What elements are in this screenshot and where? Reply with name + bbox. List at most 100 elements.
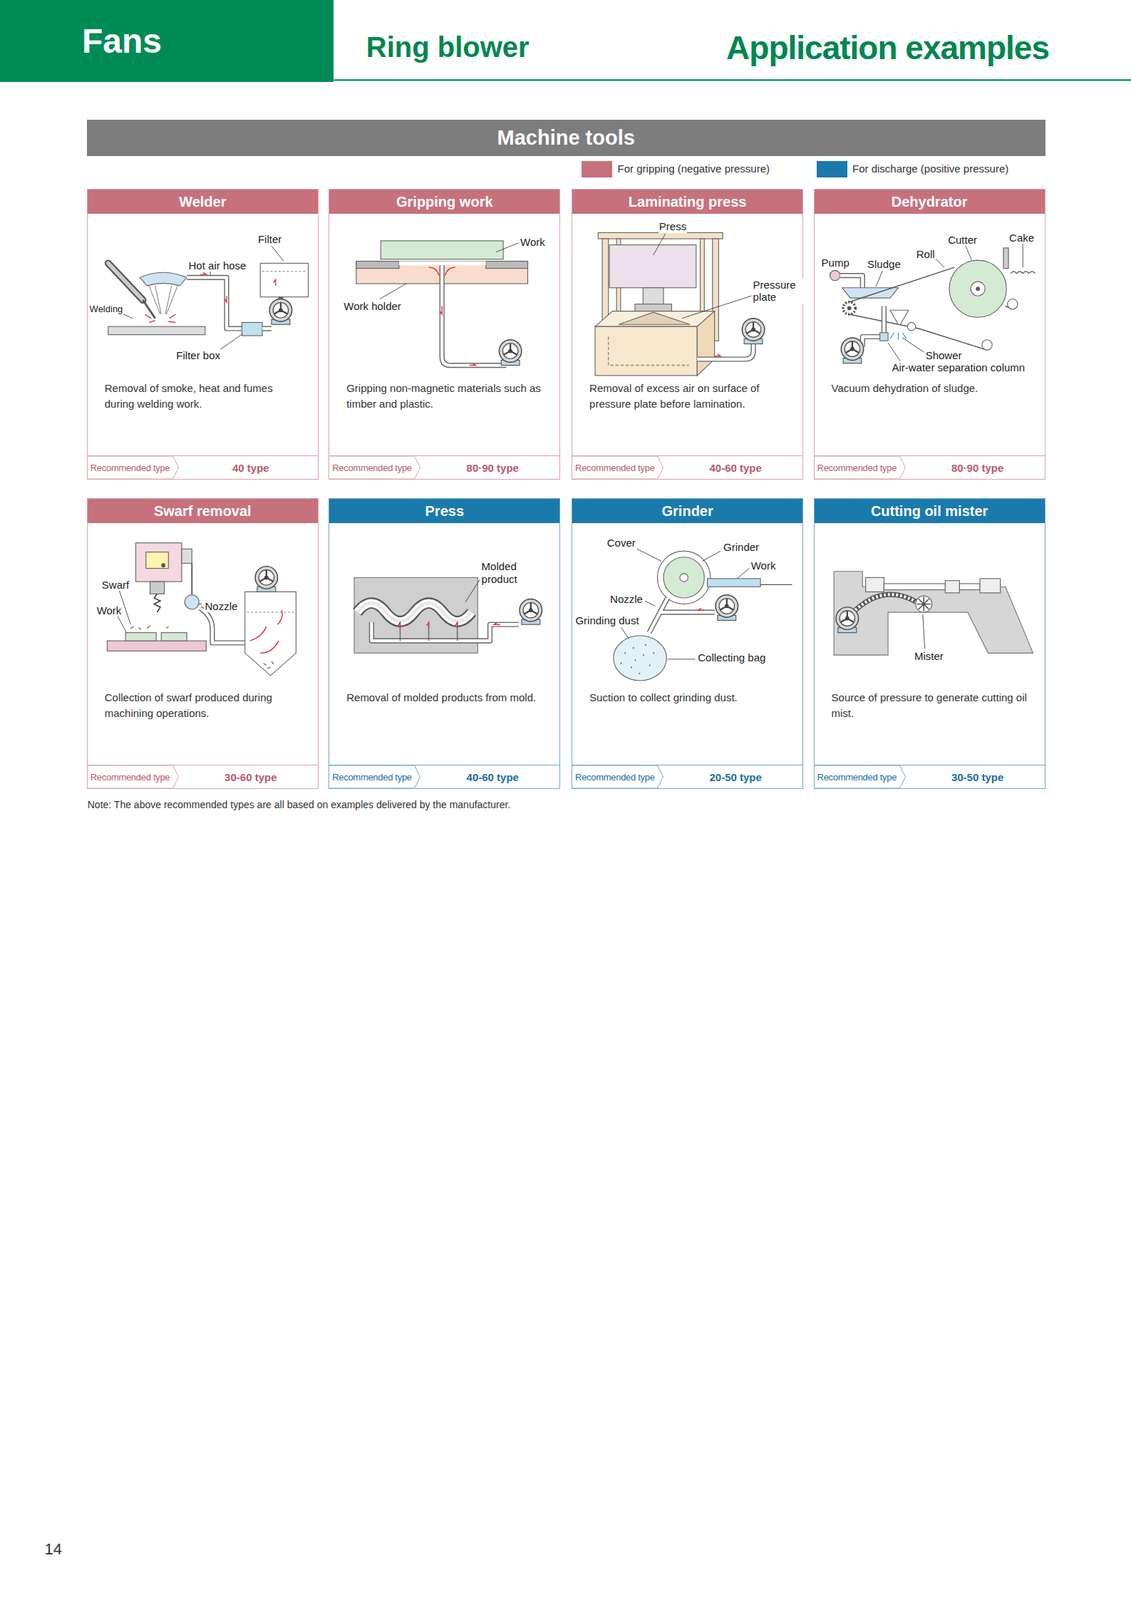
welder-illustration-part: [262, 327, 272, 330]
panel-description: Removal of excess air on surface of pres…: [589, 380, 790, 412]
welder-illustration-part: [148, 285, 178, 315]
laminating-illustration-part: [618, 312, 690, 325]
gripping-illustration-part: [441, 265, 506, 365]
mister-illustration: [833, 571, 1033, 655]
dehydrator-illustration-part: [890, 310, 909, 325]
application-panel: PressRemoval of molded products from mol…: [328, 498, 561, 789]
dehydrator-illustration-part: [1003, 248, 1009, 269]
tag-chevron: [87, 765, 179, 789]
part-label: Sludge: [866, 257, 902, 271]
part-label: Pump: [820, 256, 851, 269]
grinder-illustration-part: [707, 578, 761, 587]
tag-chevron: [814, 456, 906, 479]
panel-description: Source of pressure to generate cutting o…: [831, 689, 1032, 722]
page-number: 14: [44, 1540, 63, 1558]
swarf-illustration-part: [190, 563, 193, 595]
part-label: Grinding dust: [574, 614, 640, 627]
dehydrator-illustration-part: [982, 339, 993, 350]
tag-chevron: [572, 765, 664, 789]
laminating-illustration-part: [653, 233, 752, 319]
panel-description: Gripping non-magnetic materials such as …: [346, 380, 547, 412]
part-label: Work: [750, 559, 777, 572]
panel-heading: Swarf removal: [87, 498, 318, 524]
gripping-illustration-part: [399, 261, 487, 266]
recommended-type-box: Recommended type30-60 type: [87, 764, 318, 789]
grinder-illustration-part: [760, 584, 792, 586]
swarf-illustration-part: [161, 563, 166, 568]
part-label: Shower: [925, 349, 963, 362]
laminating-illustration: [595, 232, 765, 375]
part-label: Air-water separation column: [890, 361, 1026, 374]
dehydrator-illustration-part: [880, 332, 888, 341]
welder-illustration-part: [108, 262, 144, 301]
swarf-illustration-part: [200, 607, 246, 643]
part-label: Work: [519, 235, 546, 249]
dehydrator-illustration-part: [1007, 299, 1018, 310]
swarf-illustration-part: [250, 610, 283, 653]
grinder-illustration-part: [613, 635, 667, 681]
part-label: Work: [96, 604, 123, 617]
dehydrator-illustration-part: [840, 275, 864, 290]
swarf-illustration-part: [146, 552, 169, 569]
recommended-type-box: Recommended type40 type: [87, 455, 318, 479]
mister-illustration-part: [835, 607, 859, 633]
swarf-illustration-part: [135, 543, 182, 582]
heading: Machine tools: [497, 126, 635, 150]
panel-description: Collection of swarf produced during mach…: [104, 689, 306, 722]
heading: Fans: [0, 21, 162, 61]
legend-text: For gripping (negative pressure): [617, 162, 770, 175]
recommended-type-box: Recommended type80·90 type: [814, 455, 1045, 479]
grinder-illustration-part: [657, 550, 710, 604]
recommended-type: 20-50 type: [668, 765, 803, 789]
welder-illustration: [108, 245, 309, 350]
laminating-illustration-part: [741, 318, 765, 345]
swarf-illustration-part: [106, 640, 206, 651]
mister-illustration-part: [855, 594, 917, 611]
application-panel: Laminating pressRemoval of excess air on…: [571, 188, 804, 480]
page-title: Application examples: [726, 28, 1050, 67]
mister-illustration-part: [916, 597, 931, 612]
dehydrator-illustration-part: [907, 322, 916, 330]
welder-illustration-part: [186, 277, 242, 329]
category-band: Machine tools: [86, 119, 1046, 157]
panel-heading: Gripping work: [329, 189, 560, 214]
part-label: Molded product: [481, 560, 534, 586]
press-illustration: [354, 577, 543, 653]
part-label: Work holder: [342, 300, 402, 313]
recommended-tag: Recommended type: [817, 765, 898, 789]
welder-illustration-part: [116, 245, 284, 350]
welder-illustration-part: [139, 272, 187, 286]
swarf-illustration-part: [263, 661, 274, 669]
header-rule-part: [333, 79, 1131, 81]
recommended-type: 30-50 type: [910, 765, 1045, 789]
swarf-illustration-part: [153, 593, 161, 613]
press-illustration-part: [465, 579, 480, 602]
welder-illustration-part: [241, 322, 263, 336]
welder-illustration-part: [262, 270, 307, 272]
welder-illustration-part: [200, 272, 227, 303]
legend-swatch: [816, 161, 848, 178]
mister-illustration-part: [944, 580, 960, 593]
press-illustration-part: [371, 622, 519, 641]
dehydrator-illustration-part: [829, 270, 840, 281]
part-label: Welding: [89, 304, 125, 315]
recommended-type-box: Recommended type40-60 type: [572, 455, 803, 479]
mister-illustration-part: [959, 583, 980, 591]
recommended-tag: Recommended type: [90, 765, 171, 789]
laminating-illustration-part: [595, 326, 697, 376]
part-label: Nozzle: [609, 592, 644, 606]
swarf-illustration: [106, 543, 296, 676]
recommended-tag: Recommended type: [332, 456, 412, 480]
welder-illustration-part: [260, 262, 308, 297]
tag-chevron: [814, 765, 906, 789]
part-label: Swarf: [101, 578, 130, 591]
dehydrator-illustration-part: [843, 302, 856, 315]
laminating-illustration-part: [597, 232, 723, 239]
legend-swatch: [581, 161, 613, 178]
gripping-illustration-part: [380, 240, 504, 260]
subtitle: Ring blower: [365, 30, 531, 64]
welder-illustration-part: [143, 300, 156, 319]
mister-illustration-part: [833, 571, 1033, 655]
swarf-illustration-part: [184, 595, 199, 610]
mister-illustration-part: [979, 578, 1001, 593]
